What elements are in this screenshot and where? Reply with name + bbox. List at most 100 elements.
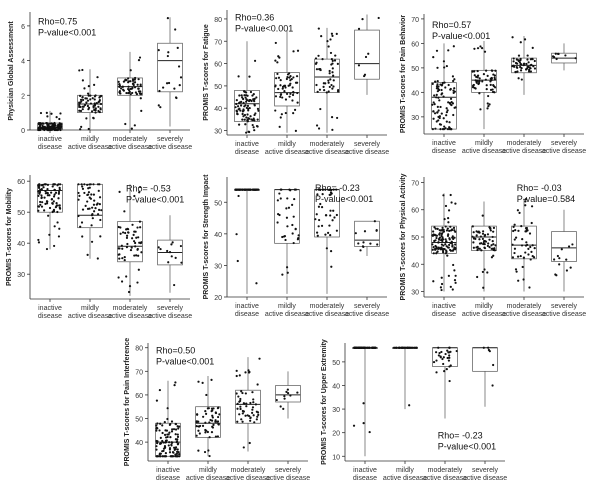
data-point — [83, 87, 86, 90]
data-point — [452, 263, 455, 267]
data-point — [252, 93, 255, 96]
data-point — [514, 229, 517, 232]
data-point — [336, 62, 339, 65]
data-point — [251, 123, 254, 127]
data-point — [316, 234, 319, 237]
data-point — [403, 346, 406, 349]
data-point — [79, 105, 82, 109]
data-point — [315, 124, 319, 127]
data-point — [489, 83, 492, 86]
data-point — [57, 197, 60, 200]
data-point — [484, 240, 488, 243]
data-point — [530, 250, 533, 253]
data-point — [53, 225, 56, 228]
data-point — [485, 69, 488, 72]
data-point — [318, 218, 321, 222]
data-point — [98, 99, 101, 102]
data-point — [292, 90, 295, 94]
data-point — [274, 109, 277, 112]
data-point — [491, 90, 495, 94]
data-point — [513, 251, 516, 255]
box — [354, 220, 380, 247]
data-point — [525, 226, 529, 230]
data-point — [98, 196, 102, 199]
annotation-text: P-value<0.001 — [315, 194, 373, 204]
box — [235, 389, 261, 424]
data-point — [327, 81, 330, 84]
data-point — [439, 286, 443, 289]
data-point — [437, 109, 440, 112]
data-point — [92, 193, 96, 196]
data-point — [245, 131, 248, 134]
box — [432, 347, 458, 367]
data-point — [325, 91, 328, 94]
data-point — [524, 204, 527, 207]
data-point — [248, 75, 251, 78]
data-point — [97, 109, 100, 113]
data-point — [449, 87, 452, 91]
y-tick-label: 50 — [411, 235, 419, 242]
box — [431, 225, 457, 254]
data-point — [442, 362, 445, 366]
data-point — [288, 76, 291, 79]
data-point — [445, 120, 448, 123]
data-point — [481, 80, 484, 83]
data-point — [91, 97, 94, 100]
data-point — [176, 425, 179, 428]
data-point — [437, 96, 440, 99]
data-point — [283, 84, 287, 87]
data-point — [137, 87, 140, 90]
data-point — [449, 285, 452, 288]
data-point — [203, 450, 207, 454]
data-point — [454, 106, 457, 109]
data-point — [137, 78, 140, 81]
data-point — [81, 95, 84, 99]
data-point — [44, 189, 47, 193]
data-point — [454, 274, 457, 277]
data-point — [286, 391, 290, 395]
y-tick-label: 80 — [214, 17, 222, 24]
data-point — [41, 122, 44, 125]
data-point — [214, 419, 217, 422]
data-point — [362, 421, 365, 425]
data-point — [51, 202, 54, 205]
data-point — [198, 432, 201, 435]
data-point — [124, 122, 127, 126]
box — [472, 347, 498, 372]
data-point — [376, 243, 379, 246]
data-point — [86, 92, 90, 95]
data-point — [442, 60, 446, 63]
data-point — [291, 93, 295, 97]
data-point — [554, 52, 557, 55]
data-point — [487, 346, 490, 349]
data-point — [96, 213, 100, 216]
data-point — [251, 391, 254, 394]
data-point — [238, 101, 241, 105]
data-point — [174, 433, 177, 436]
data-point — [472, 231, 475, 234]
data-point — [481, 237, 485, 241]
data-point — [204, 410, 207, 413]
y-tick-label: 40 — [214, 106, 222, 113]
data-point — [447, 274, 450, 277]
data-point — [57, 192, 60, 195]
y-tick-label: 40 — [214, 232, 222, 239]
data-point — [453, 279, 457, 282]
data-point — [335, 229, 338, 232]
data-point — [81, 187, 85, 190]
data-point — [567, 245, 571, 248]
data-point — [173, 384, 176, 387]
data-point — [131, 91, 134, 95]
data-point — [81, 98, 85, 102]
data-point — [158, 388, 161, 392]
data-point — [477, 230, 480, 233]
data-point — [432, 101, 435, 104]
data-point — [442, 117, 445, 120]
data-point — [526, 54, 529, 57]
data-point — [56, 221, 59, 224]
